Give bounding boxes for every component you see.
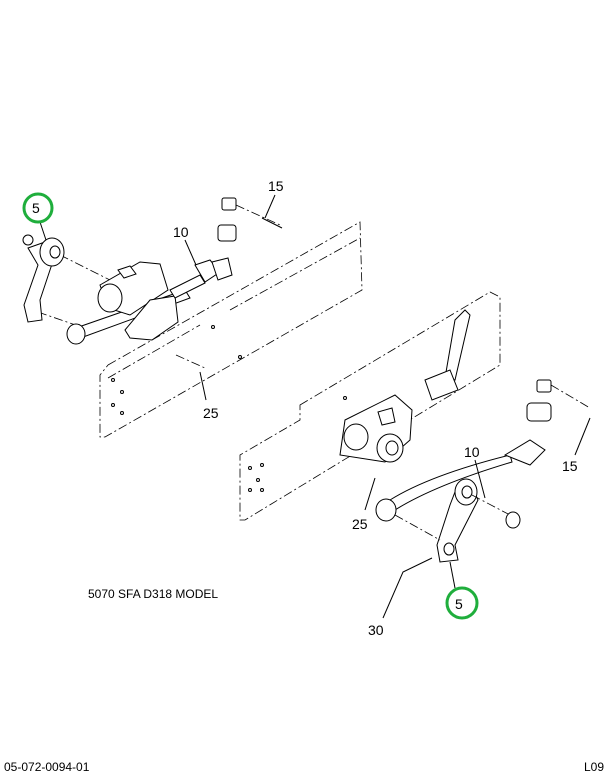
upper-column xyxy=(444,309,471,381)
highlight-ring-right xyxy=(445,586,479,620)
shaft xyxy=(169,274,206,299)
right-frame-rail xyxy=(239,291,501,521)
callout-left-25[interactable]: 25 xyxy=(203,405,219,421)
sheet-code: L09 xyxy=(584,760,604,774)
highlight-ring-left xyxy=(22,192,54,224)
right-steering-assembly xyxy=(339,309,591,563)
left-steering-assembly xyxy=(22,197,283,369)
drawing-number: 05-072-0094-01 xyxy=(4,760,90,774)
drag-link-right xyxy=(389,454,513,511)
callout-right-30[interactable]: 30 xyxy=(368,622,384,638)
model-caption: 5070 SFA D318 MODEL xyxy=(88,587,218,601)
leader-lines xyxy=(39,194,591,619)
callout-right-15[interactable]: 15 xyxy=(562,458,578,474)
callout-right-10[interactable]: 10 xyxy=(464,444,480,460)
callout-left-15[interactable]: 15 xyxy=(268,178,284,194)
callout-left-10[interactable]: 10 xyxy=(173,224,189,240)
callout-right-25[interactable]: 25 xyxy=(352,516,368,532)
left-frame-rail xyxy=(99,221,363,438)
callout-left-5[interactable]: 5 xyxy=(32,200,40,216)
callout-right-5[interactable]: 5 xyxy=(455,596,463,612)
